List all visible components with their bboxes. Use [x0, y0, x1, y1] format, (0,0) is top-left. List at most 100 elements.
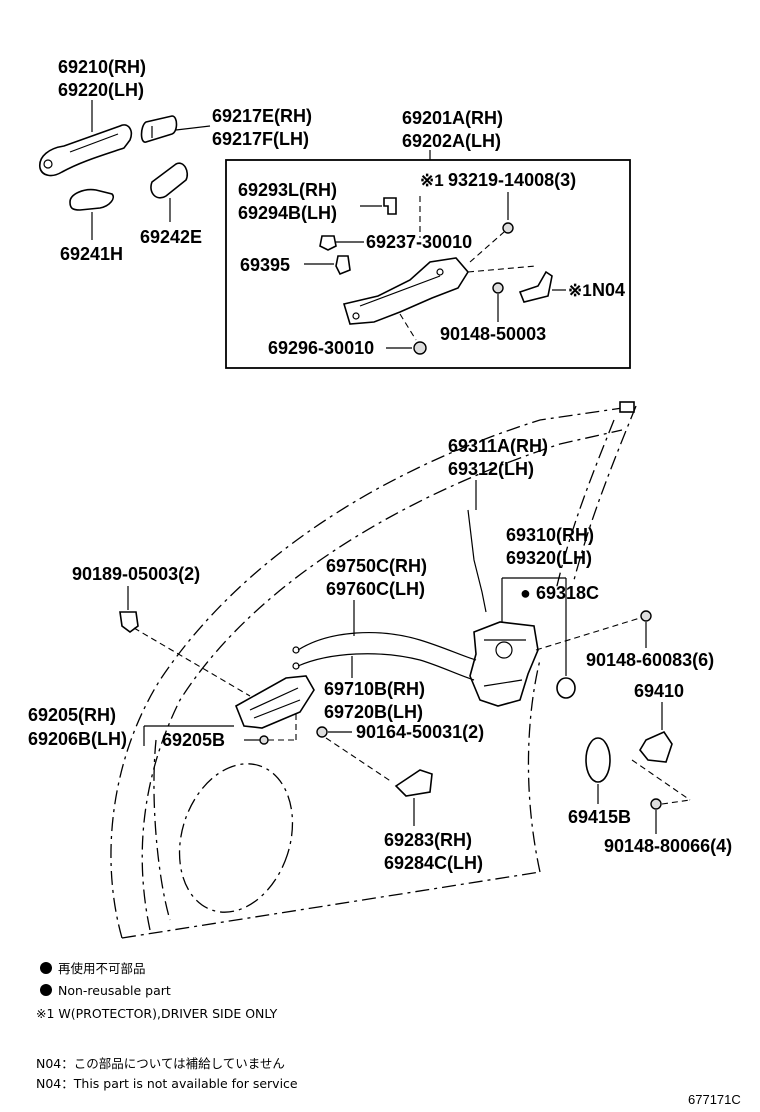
striker-69410 [639, 730, 673, 763]
cable-69750 [297, 631, 477, 661]
frame-assembly-group: 69201A(RH) 69202A(LH) 69293L(RH) 69294B(… [225, 108, 631, 369]
asterisk-mark-1: ※1 [420, 171, 444, 190]
pad-69241 [69, 188, 115, 211]
label-69202a[interactable]: 69202A(LH) [402, 131, 501, 151]
label-69311a[interactable]: 69311A(RH) [448, 436, 548, 456]
frame-rib [359, 275, 441, 307]
cable-69710 [297, 653, 475, 681]
clip-90189 [119, 611, 139, 633]
inside-handle-line-1 [249, 687, 299, 711]
label-69310[interactable]: 69310(RH) [506, 525, 594, 545]
dash-screw-69296 [399, 313, 417, 341]
dash-lock-to-bolt [535, 617, 641, 651]
label-93219[interactable]: 93219-14008(3) [448, 170, 576, 190]
inside-handle [234, 675, 315, 729]
inside-handle-group: 90189-05003(2) 69205(RH) 69206B(LH) 6920… [28, 564, 484, 873]
asterisk-mark-2: ※1 [568, 281, 592, 300]
label-69284c[interactable]: 69284C(LH) [384, 853, 483, 873]
dash-frame-to-n04 [467, 265, 537, 273]
label-69210[interactable]: 69210(RH) [58, 57, 146, 77]
dash-striker [631, 759, 691, 801]
label-69720b[interactable]: 69720B(LH) [324, 702, 423, 722]
label-69237[interactable]: 69237-30010 [366, 232, 472, 252]
label-69320[interactable]: 69320(LH) [506, 548, 592, 568]
label-69318c[interactable]: 69318C [536, 583, 599, 603]
door-bottom-edge [121, 871, 541, 939]
door-lock-assembly [469, 621, 539, 707]
dash-frame-to-screw [469, 231, 505, 263]
bolt-90148-60083 [640, 610, 652, 622]
label-69415b[interactable]: 69415B [568, 807, 631, 827]
lock-detail-2 [483, 679, 523, 687]
label-69201a[interactable]: 69201A(RH) [402, 108, 503, 128]
label-90164[interactable]: 90164-50031(2) [356, 722, 484, 742]
inside-handle-line-2 [253, 699, 301, 719]
label-69205[interactable]: 69205(RH) [28, 705, 116, 725]
legend-bullet-2 [40, 984, 52, 996]
outside-handle [39, 124, 133, 177]
pad-69242 [150, 162, 189, 199]
label-69395[interactable]: 69395 [240, 255, 290, 275]
label-69410[interactable]: 69410 [634, 681, 684, 701]
bolt-90148-50003 [492, 282, 504, 294]
dash-clip-to-handle [133, 627, 251, 697]
legend-protector-note: ※1 W(PROTECTOR),DRIVER SIDE ONLY [36, 1006, 278, 1021]
door-outer-edge [110, 405, 637, 939]
door-pillar-2 [555, 419, 615, 591]
door-outline [110, 401, 637, 939]
door-inner-edge [141, 429, 623, 931]
screw-69296 [413, 341, 427, 355]
lock-group: 69311A(RH) 69312(LH) 69310(RH) 69320(LH)… [292, 436, 714, 722]
label-69283[interactable]: 69283(RH) [384, 830, 472, 850]
n04-protector [518, 270, 553, 303]
handle-pivot [43, 159, 53, 169]
small-bracket [383, 197, 397, 215]
label-69296[interactable]: 69296-30010 [268, 338, 374, 358]
cover-69283 [394, 769, 433, 797]
label-69217e[interactable]: 69217E(RH) [212, 106, 312, 126]
frame-hole-2 [436, 268, 444, 276]
frame-bracket [342, 257, 469, 325]
label-69241h[interactable]: 69241H [60, 244, 123, 264]
label-69217f[interactable]: 69217F(LH) [212, 129, 309, 149]
label-n04[interactable]: N04 [592, 280, 625, 300]
label-69710b[interactable]: 69710B(RH) [324, 679, 425, 699]
dash-screw-to-cover [325, 737, 393, 783]
speaker-opening [178, 763, 294, 913]
legend-bullet-1 [40, 962, 52, 974]
outside-handle-group: 69210(RH) 69220(LH) 69217E(RH) 69217F(LH… [39, 57, 312, 264]
lock-cam [495, 641, 513, 659]
label-69312[interactable]: 69312(LH) [448, 459, 534, 479]
bullet-69318: ● [520, 583, 531, 603]
frame-hole-1 [352, 312, 360, 320]
bolt-90148-80066 [650, 798, 662, 810]
bezel-screw [259, 735, 269, 745]
lock-rod [467, 509, 487, 613]
label-69220[interactable]: 69220(LH) [58, 80, 144, 100]
pillar-cap [619, 401, 635, 413]
door-pillar-1 [573, 405, 637, 581]
screw-93219 [502, 222, 514, 234]
label-69293l[interactable]: 69293L(RH) [238, 180, 337, 200]
label-69206b[interactable]: 69206B(LH) [28, 729, 127, 749]
handle-cover [140, 115, 178, 143]
label-69242e[interactable]: 69242E [140, 227, 202, 247]
cable-end-1 [292, 646, 300, 654]
legend-n04-jp: N04：この部品については補給していません [36, 1056, 285, 1071]
label-69750c[interactable]: 69750C(RH) [326, 556, 427, 576]
handle-grip-line [69, 133, 119, 153]
leader-69217 [175, 125, 211, 131]
label-90148-60083[interactable]: 90148-60083(6) [586, 650, 714, 670]
door-front-seam [153, 739, 171, 921]
striker-group: 69410 69415B 90148-80066(4) [568, 681, 732, 856]
plate-69415b [585, 737, 611, 783]
label-69294b[interactable]: 69294B(LH) [238, 203, 337, 223]
legend-nonreusable-en: Non-reusable part [58, 983, 171, 998]
screw-90164 [316, 726, 328, 738]
label-69205b[interactable]: 69205B [162, 730, 225, 750]
label-69760c[interactable]: 69760C(LH) [326, 579, 425, 599]
label-90148-80066[interactable]: 90148-80066(4) [604, 836, 732, 856]
label-90148-50003[interactable]: 90148-50003 [440, 324, 546, 344]
label-90189[interactable]: 90189-05003(2) [72, 564, 200, 584]
